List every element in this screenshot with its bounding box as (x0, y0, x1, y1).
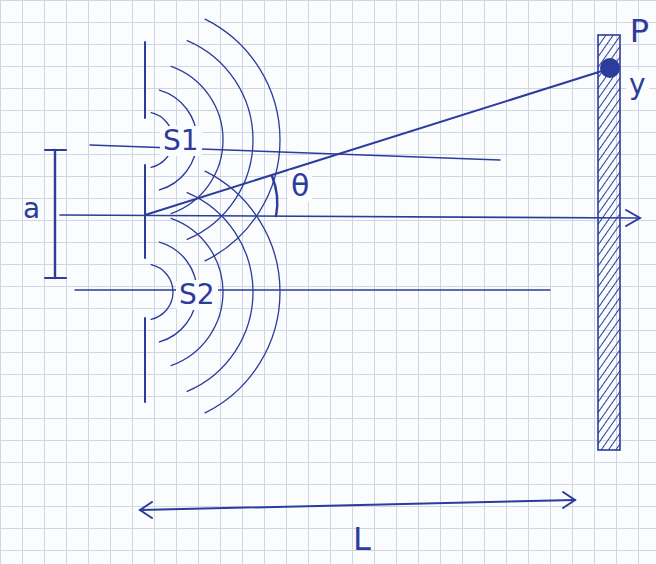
wavefront-arc (171, 218, 223, 365)
angle-label: θ (288, 170, 312, 202)
distance-label: y (626, 70, 649, 100)
slit-label: S1 (160, 126, 202, 156)
distance-label: L (350, 522, 374, 556)
separation-label: a (20, 194, 43, 224)
wavefront-arc (151, 265, 173, 320)
slit-label: S2 (176, 280, 218, 310)
wavefront-arc (205, 19, 280, 261)
point-label: P (627, 14, 652, 48)
